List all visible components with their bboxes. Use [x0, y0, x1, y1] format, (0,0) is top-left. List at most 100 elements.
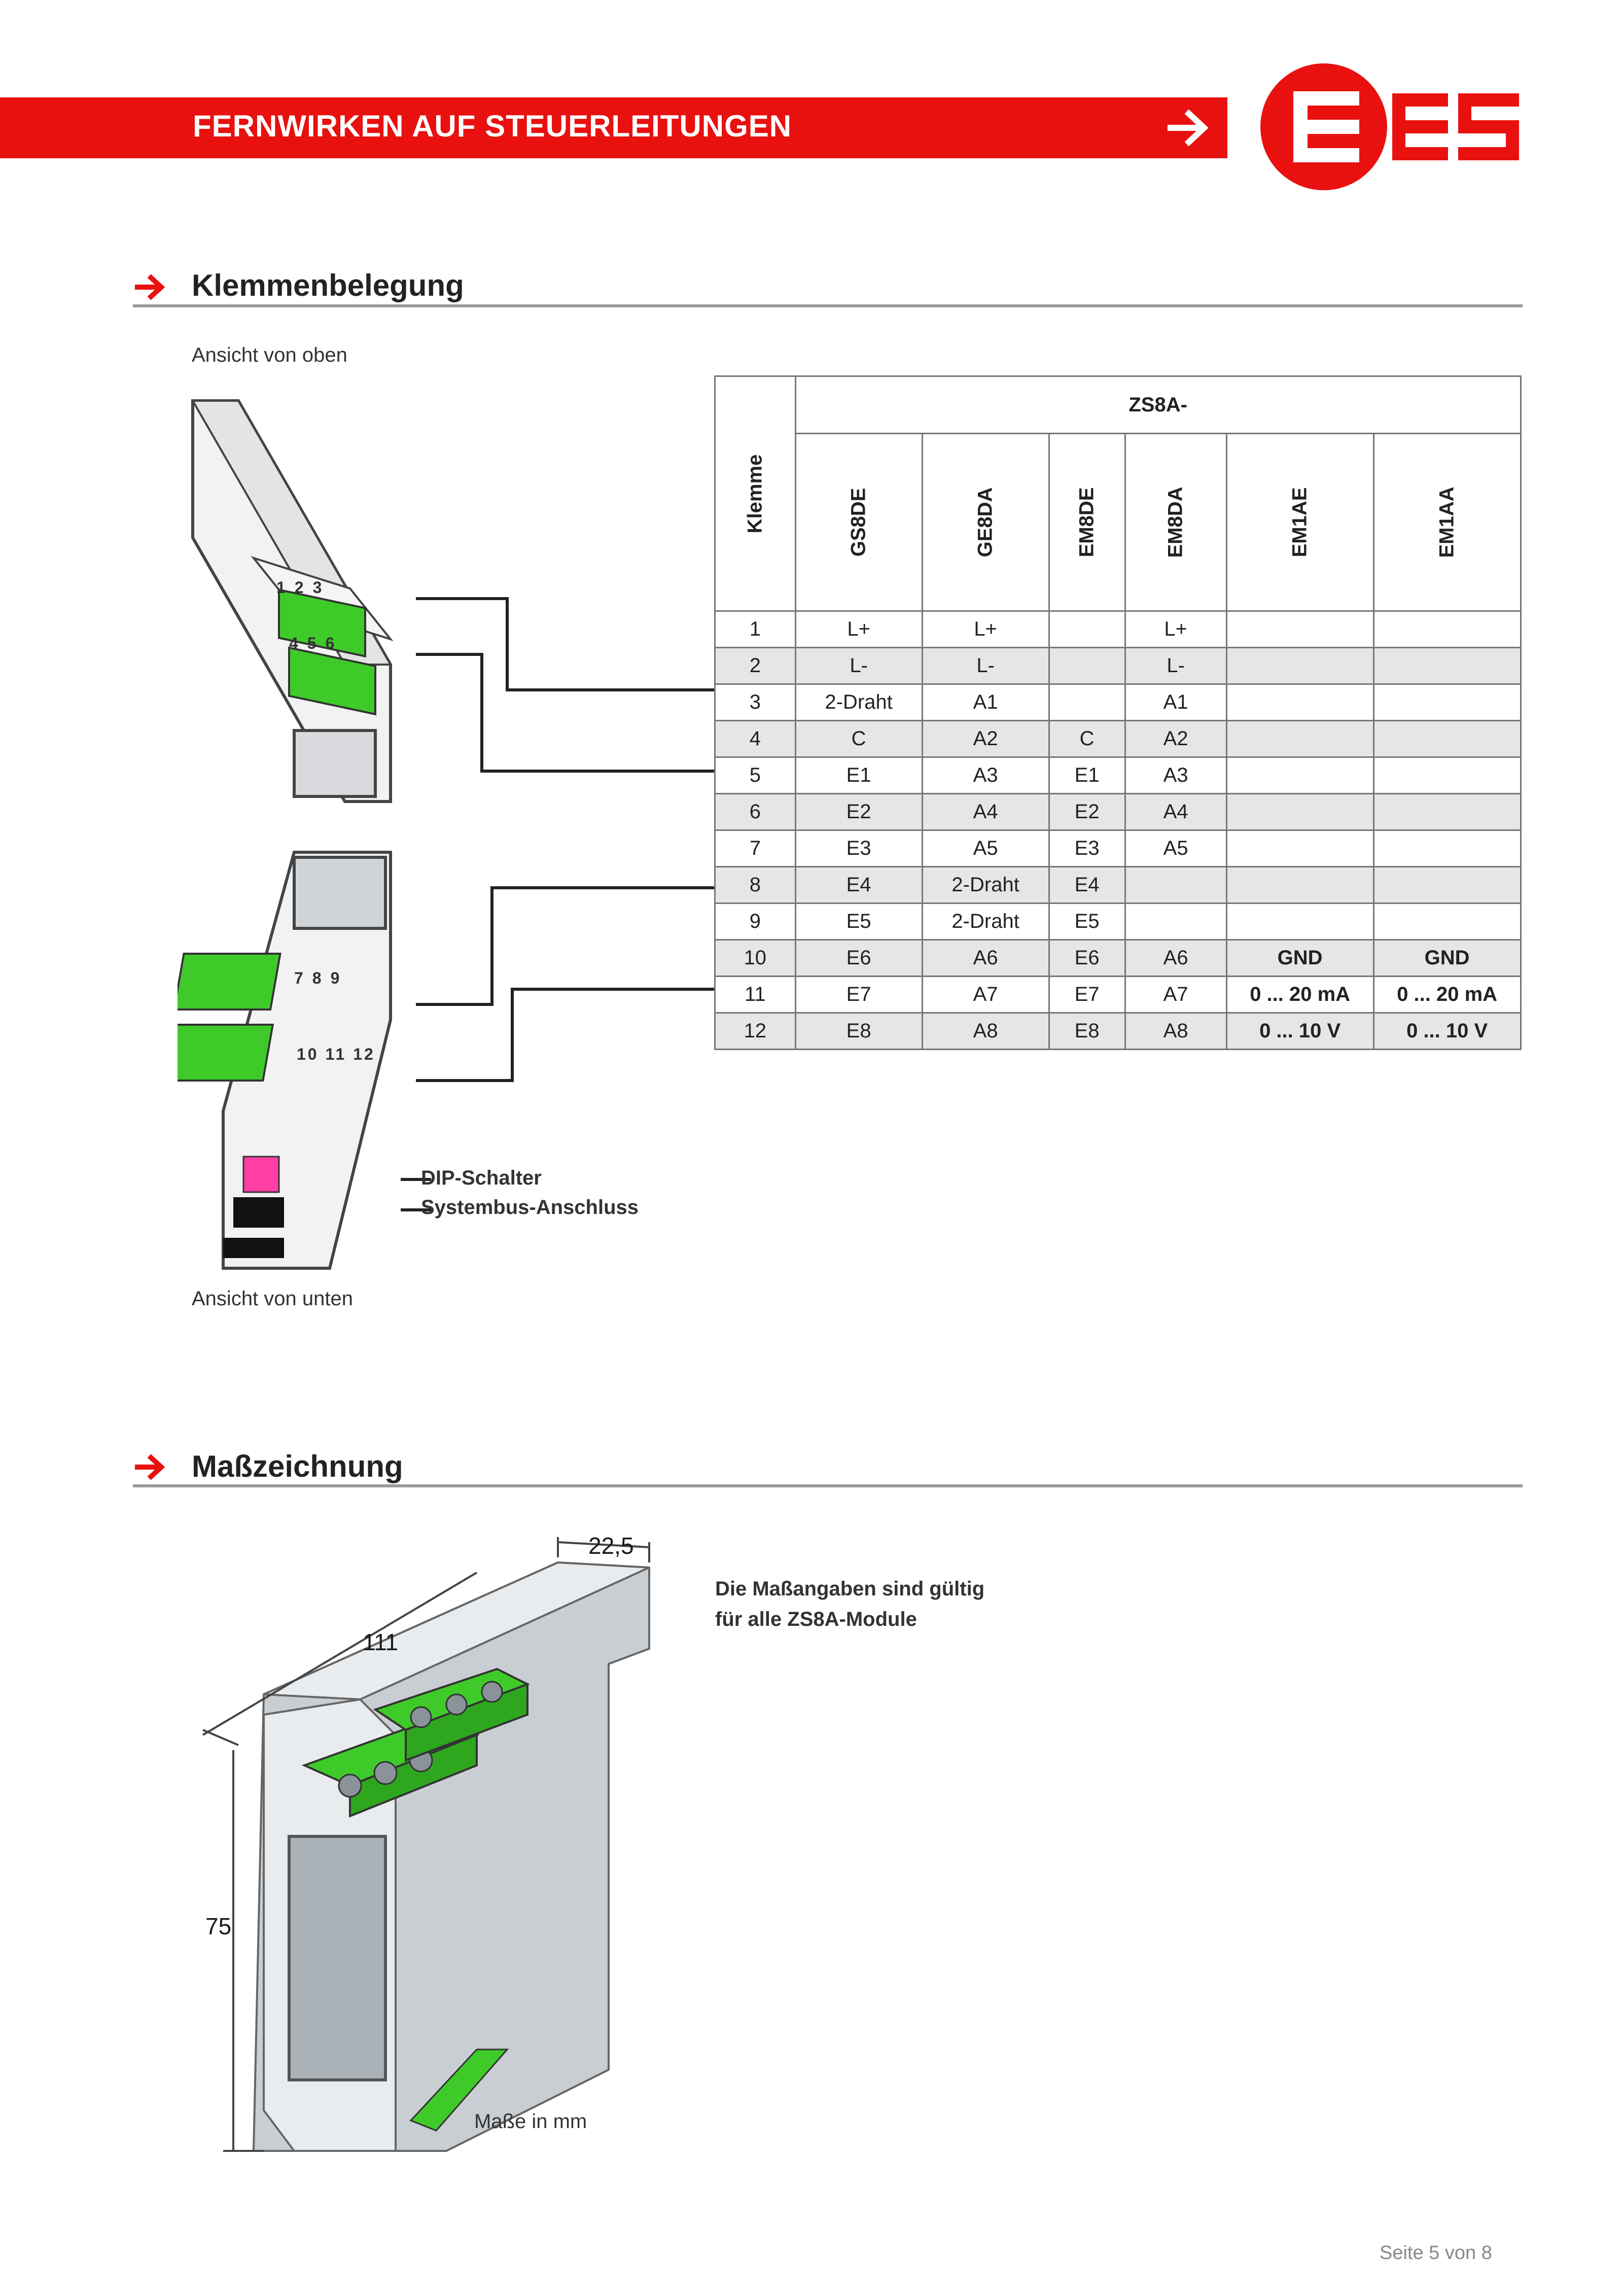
- dimension-note-line2: für alle ZS8A-Module: [715, 1608, 917, 1630]
- terminal-number-cell: 5: [714, 756, 796, 794]
- table-cell: E2: [794, 793, 923, 831]
- terminal-number-cell: 1: [714, 610, 796, 648]
- terminal-numbers-top: 123: [276, 578, 331, 597]
- table-cell: [1372, 647, 1522, 685]
- table-cell: [1225, 647, 1374, 685]
- table-cell: E7: [1048, 976, 1126, 1014]
- terminal-numbers-bottom-row2: 10 11 12: [297, 1045, 375, 1063]
- table-cell: L-: [921, 647, 1050, 685]
- table-cell: E5: [794, 902, 923, 941]
- table-cell: A5: [921, 829, 1050, 867]
- table-cell: C: [794, 720, 923, 758]
- terminal-number-cell: 11: [714, 976, 796, 1014]
- col-header: EM8DE: [1048, 433, 1126, 612]
- table-cell: A4: [921, 793, 1050, 831]
- table-cell: E2: [1048, 793, 1126, 831]
- table-cell: E8: [1048, 1012, 1126, 1050]
- arrow-right-icon: [135, 274, 165, 300]
- dip-switch-label: DIP-Schalter: [421, 1167, 542, 1189]
- header-bar: [0, 97, 1227, 158]
- dim-length: 111: [363, 1629, 398, 1655]
- page-title: FERNWIRKEN AUF STEUERLEITUNGEN: [193, 109, 792, 143]
- view-bottom-label: Ansicht von unten: [192, 1288, 353, 1310]
- table-cell: E4: [1048, 866, 1126, 904]
- table-cell: L+: [1124, 610, 1227, 648]
- units-label: Maße in mm: [474, 2110, 587, 2133]
- table-cell: [1225, 902, 1374, 941]
- terminal-numbers-bottom: 789: [294, 969, 349, 987]
- col-header: EM8DA: [1124, 433, 1227, 612]
- table-cell: E3: [1048, 829, 1126, 867]
- table-cell: E3: [794, 829, 923, 867]
- table-cell: [1124, 902, 1227, 941]
- table-cell: E6: [1048, 939, 1126, 977]
- col-header: EM1AE: [1225, 433, 1374, 612]
- dimension-drawing: [202, 1537, 650, 2152]
- terminal-number-cell: 8: [714, 866, 796, 904]
- table-cell: A2: [921, 720, 1050, 758]
- table-cell: E6: [794, 939, 923, 977]
- section-rule: [133, 304, 1523, 307]
- col-header: GE8DA: [921, 433, 1050, 612]
- table-cell: L+: [794, 610, 923, 648]
- table-cell: [1225, 829, 1374, 867]
- table-cell: A7: [921, 976, 1050, 1014]
- table-cell: [1225, 610, 1374, 648]
- table-cell: 0 ... 10 V: [1225, 1012, 1374, 1050]
- arrow-right-icon: [135, 1454, 165, 1480]
- table-cell: [1048, 647, 1126, 685]
- table-cell: [1225, 793, 1374, 831]
- page-number: Seite 5 von 8: [1380, 2242, 1492, 2264]
- table-cell: A8: [1124, 1012, 1227, 1050]
- table-cell: A6: [1124, 939, 1227, 977]
- terminal-number-cell: 6: [714, 793, 796, 831]
- table-cell: [1372, 866, 1522, 904]
- table-cell: A7: [1124, 976, 1227, 1014]
- table-cell: E5: [1048, 902, 1126, 941]
- table-cell: 2-Draht: [794, 683, 923, 721]
- table-cell: 0 ... 10 V: [1372, 1012, 1522, 1050]
- view-top-label: Ansicht von oben: [192, 344, 347, 366]
- table-cell: L+: [921, 610, 1050, 648]
- terminal-number-cell: 2: [714, 647, 796, 685]
- table-cell: [1048, 683, 1126, 721]
- table-cell: [1124, 866, 1227, 904]
- table-cell: [1048, 610, 1126, 648]
- table-cell: [1372, 756, 1522, 794]
- klemme-header: Klemme: [714, 375, 796, 612]
- dim-width: 22,5: [588, 1533, 634, 1559]
- table-cell: GND: [1225, 939, 1374, 977]
- table-cell: C: [1048, 720, 1126, 758]
- table-cell: 2-Draht: [921, 902, 1050, 941]
- section-title-klemmenbelegung: Klemmenbelegung: [192, 268, 464, 302]
- table-cell: A4: [1124, 793, 1227, 831]
- pin-assignment-table: Klemme ZS8A- GS8DE GE8DA EM8DE EM8DA EM1…: [714, 375, 1522, 1050]
- section-rule: [133, 1484, 1523, 1487]
- table-cell: [1372, 683, 1522, 721]
- table-cell: [1225, 866, 1374, 904]
- table-cell: E1: [794, 756, 923, 794]
- terminal-number-cell: 9: [714, 902, 796, 941]
- terminal-numbers-top-row2: 456: [289, 634, 344, 652]
- table-cell: [1225, 683, 1374, 721]
- col-header: EM1AA: [1372, 433, 1522, 612]
- terminal-diagram: [178, 399, 715, 1270]
- section-title-masszeichnung: Maßzeichnung: [192, 1449, 403, 1483]
- table-cell: A3: [921, 756, 1050, 794]
- col-header: GS8DE: [794, 433, 923, 612]
- table-cell: A6: [921, 939, 1050, 977]
- table-cell: A1: [921, 683, 1050, 721]
- table-cell: [1372, 793, 1522, 831]
- table-cell: A5: [1124, 829, 1227, 867]
- dimension-note-line1: Die Maßangaben sind gültig: [715, 1578, 985, 1600]
- terminal-number-cell: 3: [714, 683, 796, 721]
